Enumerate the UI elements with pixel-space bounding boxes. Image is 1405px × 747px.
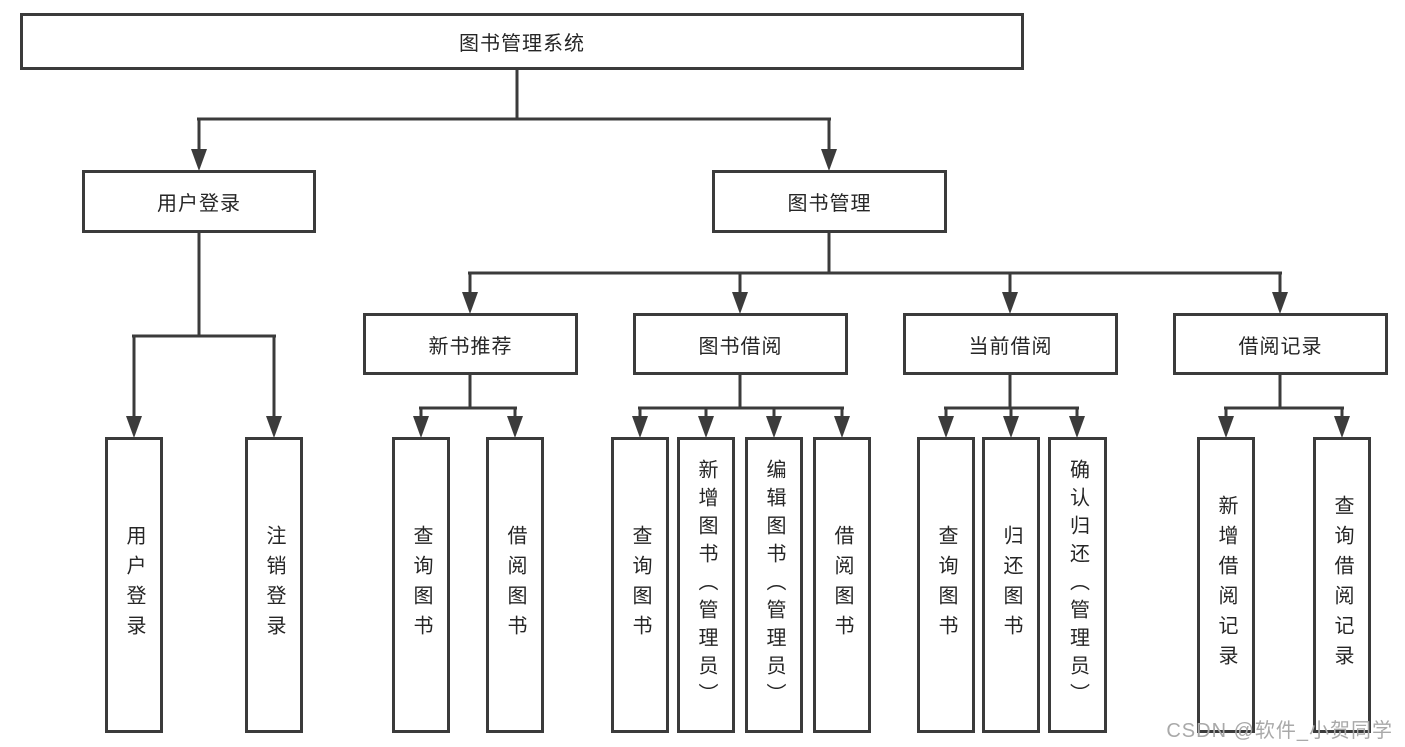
node-root: 图书管理系统 (20, 13, 1024, 70)
node-login-label: 用户登录 (123, 525, 145, 645)
node-book-management: 图书管理 (712, 170, 947, 233)
node-query-books-current: 查询图书 (917, 437, 975, 733)
node-edit-books-admin: 编辑图书（管理员） (745, 437, 803, 733)
node-confirm-return-admin: 确认归还（管理员） (1048, 437, 1107, 733)
node-borrowing-records: 借阅记录 (1173, 313, 1388, 375)
node-logout-label: 注销登录 (263, 525, 285, 645)
node-root-label: 图书管理系统 (459, 33, 585, 55)
node-confirm-return-admin-label: 确认归还（管理员） (1066, 459, 1089, 711)
csdn-watermark: CSDN @软件_小贺同学 (1166, 720, 1393, 742)
node-current-borrowing-label: 当前借阅 (968, 335, 1053, 358)
node-query-books-current-label: 查询图书 (935, 525, 957, 645)
node-book-borrowing-label: 图书借阅 (698, 335, 783, 358)
node-add-books-admin-label: 新增图书（管理员） (695, 459, 717, 711)
node-add-books-admin: 新增图书（管理员） (677, 437, 735, 733)
node-book-management-label: 图书管理 (787, 193, 872, 215)
node-borrow-books-label: 借阅图书 (831, 525, 853, 645)
node-add-borrow-record-label: 新增借阅记录 (1215, 495, 1237, 675)
node-borrowing-records-label: 借阅记录 (1238, 335, 1323, 358)
node-return-books: 归还图书 (982, 437, 1040, 733)
node-login: 用户登录 (105, 437, 163, 733)
node-query-borrow-record: 查询借阅记录 (1313, 437, 1371, 733)
node-query-borrow-record-label: 查询借阅记录 (1331, 495, 1353, 675)
node-query-books-recommend-label: 查询图书 (410, 525, 432, 645)
node-add-borrow-record: 新增借阅记录 (1197, 437, 1255, 733)
node-borrow-books-recommend: 借阅图书 (486, 437, 544, 733)
node-book-borrowing: 图书借阅 (633, 313, 848, 375)
node-edit-books-admin-label: 编辑图书（管理员） (763, 459, 785, 711)
node-return-books-label: 归还图书 (1000, 525, 1022, 645)
node-user-login: 用户登录 (82, 170, 316, 233)
node-new-book-recommendation: 新书推荐 (363, 313, 578, 375)
node-query-books-recommend: 查询图书 (392, 437, 450, 733)
node-new-book-recommendation-label: 新书推荐 (428, 335, 513, 358)
node-logout: 注销登录 (245, 437, 303, 733)
node-current-borrowing: 当前借阅 (903, 313, 1118, 375)
node-user-login-label: 用户登录 (157, 193, 241, 215)
node-borrow-books: 借阅图书 (813, 437, 871, 733)
node-query-books-borrowing-label: 查询图书 (629, 525, 651, 645)
node-borrow-books-recommend-label: 借阅图书 (504, 525, 526, 645)
node-query-books-borrowing: 查询图书 (611, 437, 669, 733)
